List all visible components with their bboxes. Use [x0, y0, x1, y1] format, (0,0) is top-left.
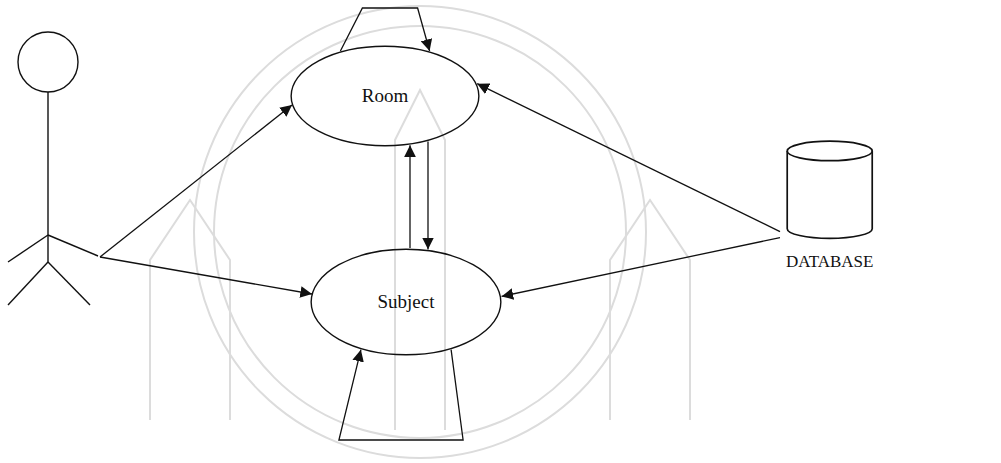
association-arrow — [409, 145, 410, 248]
database-node: DATABASE — [782, 140, 877, 272]
use-case-ellipse: Subject — [310, 248, 502, 356]
node-label: DATABASE — [786, 252, 873, 272]
node-label: Subject — [378, 291, 435, 314]
association-arrow — [427, 142, 428, 250]
seal-watermark — [150, 6, 690, 458]
database-cylinder — [786, 140, 873, 240]
association-arrow — [477, 84, 780, 232]
association-arrow — [502, 238, 781, 297]
actor-figure — [8, 32, 98, 305]
association-arrow — [340, 8, 429, 51]
use-case-ellipse: Room — [290, 45, 480, 147]
actor-association — [100, 105, 312, 294]
association-arrow — [339, 350, 463, 440]
node-label: Room — [362, 85, 408, 108]
